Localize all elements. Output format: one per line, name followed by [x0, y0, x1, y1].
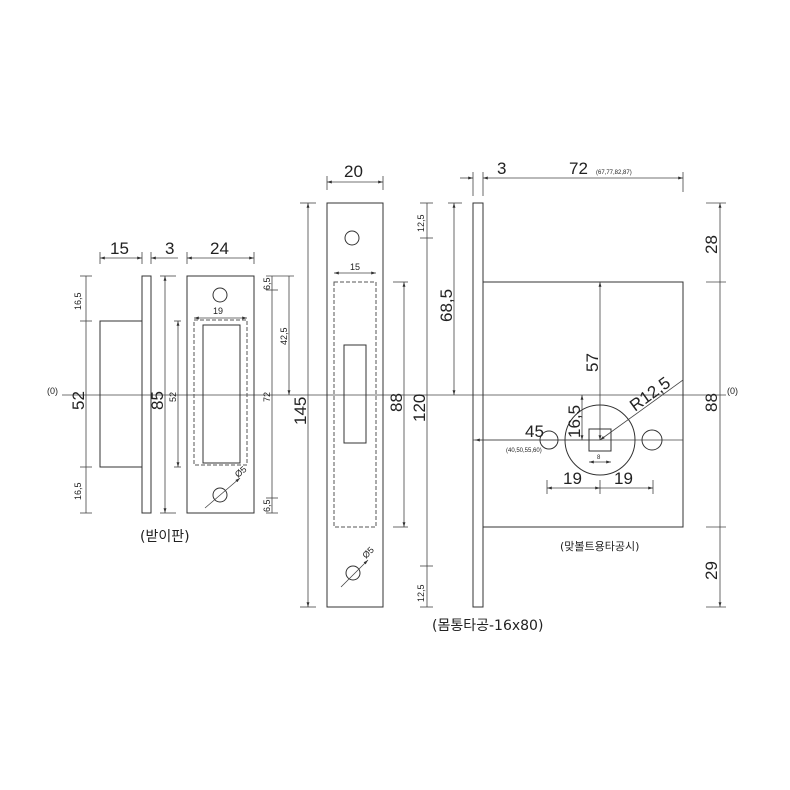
- dim-72: 72: [262, 392, 272, 402]
- dim-19-right: 19: [614, 469, 633, 488]
- dim-88: 88: [702, 393, 721, 412]
- dim-12-5-top: 12,5: [416, 214, 426, 232]
- face-plate: [326, 202, 384, 608]
- backset-options: (40,50,55,60): [506, 448, 542, 454]
- dim-85: 85: [148, 391, 167, 410]
- dim-20: 20: [344, 162, 363, 181]
- dim-57: 57: [583, 353, 602, 372]
- face-plate-view: Ø5 20 15 145 88 12,5 120 12,5 68,5: [291, 162, 462, 608]
- rose-circle: [564, 404, 636, 476]
- lock-face-plate: [472, 202, 484, 608]
- dim-120: 120: [410, 394, 429, 422]
- hole-dia-label: Ø5: [360, 545, 376, 561]
- screw-hole: [344, 230, 360, 246]
- dim-28: 28: [702, 235, 721, 254]
- latch-opening: [343, 344, 367, 444]
- dim-3: 3: [497, 159, 506, 178]
- dim-r12-5: R12,5: [626, 373, 674, 415]
- dim-45: 45: [525, 422, 544, 441]
- origin-left: (0): [47, 386, 58, 396]
- dim-15: 15: [350, 262, 360, 272]
- strike-plate-front: [186, 275, 255, 514]
- dim-15: 15: [110, 239, 129, 258]
- dim-19: 19: [213, 306, 223, 316]
- dim-8: 8: [597, 455, 601, 461]
- dim-42-5: 42,5: [279, 327, 289, 345]
- bolt-hole-right: [641, 429, 663, 451]
- hole-dia-label: Ø5: [233, 464, 249, 479]
- dim-16-5-top: 16,5: [73, 292, 83, 310]
- dim-88: 88: [387, 393, 406, 412]
- lock-body-view: 57 R12,5 16,5 45 (40,50,55,60) 8 19 19 3…: [432, 159, 738, 634]
- dim-24: 24: [210, 239, 229, 258]
- recess-outline: [193, 319, 248, 466]
- strike-plate-side: [141, 275, 152, 514]
- strike-box: [99, 320, 143, 468]
- screw-hole: [345, 565, 361, 581]
- lock-body: [482, 281, 684, 528]
- origin-right: (0): [727, 386, 738, 396]
- dim-29: 29: [702, 561, 721, 580]
- mortise-outline: [333, 281, 377, 528]
- dim-16-5: 16,5: [565, 405, 584, 438]
- dim-3: 3: [165, 239, 174, 258]
- dim-68-5: 68,5: [437, 289, 456, 322]
- dim-52: 52: [69, 391, 88, 410]
- strike-plate-caption: (받이판): [140, 529, 190, 545]
- dim-16-5-bottom: 16,5: [73, 482, 83, 500]
- spindle-square: [588, 428, 612, 452]
- dim-19-left: 19: [563, 469, 582, 488]
- dim-6-5-bottom: 6,5: [262, 499, 272, 512]
- screw-hole: [212, 487, 228, 503]
- screw-hole: [212, 287, 228, 303]
- dim-52-recess: 52: [168, 392, 178, 402]
- dim-12-5-bottom: 12,5: [416, 584, 426, 602]
- bolt-hole-left: [539, 430, 559, 450]
- bolt-note: (맞볼트용타공시): [560, 540, 639, 553]
- lock-body-caption: (몸통타공-16x80): [432, 618, 543, 634]
- strike-plate-view: Ø5 15 3 24 19 16,5 52 16,5 (0) 85 52 6,5…: [47, 239, 294, 545]
- dim-6-5-top: 6,5: [262, 277, 272, 290]
- body-depth-options: (67,77,82,87): [596, 170, 632, 176]
- dim-145: 145: [291, 397, 310, 425]
- dim-72: 72: [569, 159, 588, 178]
- strike-opening: [202, 324, 241, 464]
